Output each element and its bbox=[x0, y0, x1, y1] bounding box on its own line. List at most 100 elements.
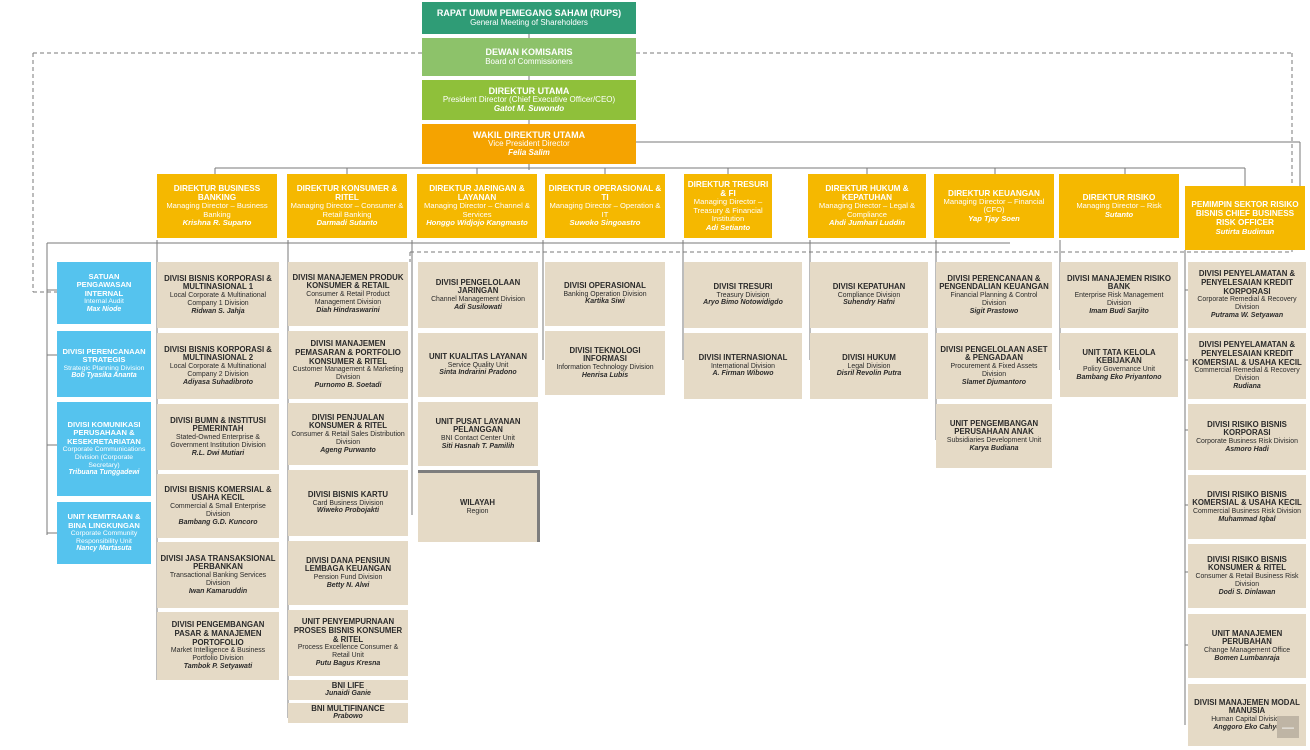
division-title: DIVISI HUKUM bbox=[842, 352, 896, 362]
division-sub: Local Corporate & Multinational Company … bbox=[169, 363, 267, 378]
director-sub: Managing Director – Risk bbox=[1076, 201, 1162, 211]
division-title: DIVISI PENJUALAN KONSUMER & RITEL bbox=[309, 412, 387, 431]
division-name: Bomen Lumbanraja bbox=[1214, 654, 1280, 662]
board-box: DEWAN KOMISARIS Board of Commissioners bbox=[422, 38, 636, 76]
division-name: Bambang Eko Priyantono bbox=[1076, 373, 1162, 381]
division-sub: Enterprise Risk Management Division bbox=[1074, 292, 1164, 307]
division-title: DIVISI BISNIS KOMERSIAL & USAHA KECIL bbox=[164, 484, 272, 503]
division-sub: BNI Contact Center Unit bbox=[441, 434, 515, 442]
division-box: BNI LIFE Junaidi Ganie bbox=[288, 680, 408, 700]
division-name: Putu Bagus Kresna bbox=[315, 659, 381, 667]
division-title: DIVISI KEPATUHAN bbox=[832, 281, 906, 291]
division-sub: Channel Management Division bbox=[431, 295, 525, 303]
division-box: UNIT PENYEMPURNAAN PROSES BISNIS KONSUME… bbox=[288, 610, 408, 676]
supervisory-box: UNIT KEMITRAAN & BINA LINGKUNGAN Corpora… bbox=[57, 502, 151, 564]
division-title: UNIT PENYEMPURNAAN PROSES BISNIS KONSUME… bbox=[293, 617, 403, 644]
division-title: DIVISI BISNIS KORPORASI & MULTINASIONAL … bbox=[164, 273, 272, 292]
division-box: UNIT KUALITAS LAYANAN Service Quality Un… bbox=[418, 333, 538, 397]
division-name: Siti Hasnah T. Pamilih bbox=[441, 442, 515, 450]
president-sub: President Director (Chief Executive Offi… bbox=[442, 95, 616, 105]
division-box: DIVISI RISIKO BISNIS KOMERSIAL & USAHA K… bbox=[1188, 475, 1306, 539]
supervisory-name: Bob Tyasika Ananta bbox=[71, 372, 137, 380]
division-box: BNI MULTIFINANCE Prabowo bbox=[288, 703, 408, 723]
supervisory-box: SATUAN PENGAWASAN INTERNAL Internal Audi… bbox=[57, 262, 151, 324]
supervisory-name: Nancy Martasuta bbox=[76, 545, 132, 553]
division-title: DIVISI MANAJEMEN RISIKO BANK bbox=[1067, 273, 1171, 292]
director-name: Sutirta Budiman bbox=[1215, 226, 1275, 236]
division-sub: Commercial Remedial & Recovery Division bbox=[1194, 367, 1300, 383]
division-title: DIVISI RISIKO BISNIS KONSUMER & RITEL bbox=[1207, 554, 1287, 573]
division-box: DIVISI PERENCANAAN & PENGENDALIAN KEUANG… bbox=[936, 262, 1052, 328]
supervisory-title: DIVISI PERENCANAAN STRATEGIS bbox=[62, 346, 146, 365]
division-name: Henrisa Lubis bbox=[581, 371, 629, 379]
rups-sub: General Meeting of Shareholders bbox=[470, 17, 588, 27]
division-box: DIVISI BUMN & INSTITUSI PEMERINTAH State… bbox=[157, 404, 279, 470]
rups-box: RAPAT UMUM PEMEGANG SAHAM (RUPS) General… bbox=[422, 2, 636, 34]
director-name: Sutanto bbox=[1104, 209, 1134, 219]
division-box: DIVISI DANA PENSIUN LEMBAGA KEUANGAN Pen… bbox=[288, 541, 408, 605]
division-name: Adiyasa Suhadibroto bbox=[182, 378, 253, 386]
division-box: DIVISI RISIKO BISNIS KORPORASI Corporate… bbox=[1188, 404, 1306, 470]
division-sub: Change Management Office bbox=[1203, 646, 1291, 654]
division-box: DIVISI KEPATUHAN Compliance Division Suh… bbox=[810, 262, 928, 328]
division-box: DIVISI BISNIS KARTU Card Business Divisi… bbox=[288, 470, 408, 536]
director-sub: Managing Director – Consumer & Retail Ba… bbox=[290, 201, 404, 219]
supervisory-title: DIVISI KOMUNIKASI PERUSAHAAN & KESEKRETA… bbox=[67, 419, 141, 446]
division-name: Tambok P. Setyawati bbox=[183, 662, 253, 670]
director-title: DIREKTUR KONSUMER & RITEL bbox=[296, 184, 398, 203]
division-title: DIVISI DANA PENSIUN LEMBAGA KEUANGAN bbox=[304, 555, 392, 574]
division-name: Sinta Indrarini Pradono bbox=[439, 369, 517, 377]
supervisory-sub: Internal Audit bbox=[84, 298, 124, 306]
risk-officer-box: PEMIMPIN SEKTOR RISIKO BISNIS CHIEF BUSI… bbox=[1185, 186, 1305, 250]
director-box: DIREKTUR KEUANGAN Managing Director – Fi… bbox=[934, 174, 1054, 238]
division-name: Ridwan S. Jahja bbox=[191, 307, 245, 315]
division-name: Dodi S. Dinlawan bbox=[1218, 588, 1276, 596]
division-name: Suhendry Hafni bbox=[843, 299, 895, 307]
division-sub: Process Excellence Consumer & Retail Uni… bbox=[297, 644, 399, 660]
division-name: Slamet Djumantoro bbox=[961, 378, 1027, 386]
division-box: DIVISI BISNIS KORPORASI & MULTINASIONAL … bbox=[157, 333, 279, 399]
division-name: Diah Hindraswarini bbox=[316, 306, 380, 314]
minus-icon[interactable]: — bbox=[1277, 716, 1299, 738]
division-title: DIVISI MANAJEMEN PEMASARAN & PORTFOLIO K… bbox=[295, 339, 401, 366]
director-title: DIREKTUR JARINGAN & LAYANAN bbox=[429, 184, 525, 203]
division-title: WILAYAH bbox=[460, 498, 495, 508]
division-name: Disril Revolin Putra bbox=[836, 370, 902, 378]
director-title: DIREKTUR RISIKO bbox=[1082, 192, 1156, 202]
division-box: DIVISI PENJUALAN KONSUMER & RITEL Consum… bbox=[288, 403, 408, 465]
director-sub: Managing Director – Business Banking bbox=[166, 201, 268, 219]
division-title: DIVISI MANAJEMEN PRODUK KONSUMER & RETAI… bbox=[292, 272, 404, 291]
director-title: DIREKTUR HUKUM & KEPATUHAN bbox=[825, 184, 909, 203]
director-box: DIREKTUR OPERASIONAL & TI Managing Direc… bbox=[545, 174, 665, 238]
division-sub: International Division bbox=[711, 362, 775, 370]
division-box: UNIT PUSAT LAYANAN PELANGGAN BNI Contact… bbox=[418, 402, 538, 466]
division-sub: Consumer & Retail Product Management Div… bbox=[306, 291, 390, 306]
division-sub: Legal Division bbox=[847, 362, 891, 370]
rups-title: RAPAT UMUM PEMEGANG SAHAM (RUPS) bbox=[436, 8, 622, 19]
president-title: DIREKTUR UTAMA bbox=[488, 86, 570, 96]
division-sub: Human Capital Division bbox=[1211, 715, 1283, 723]
division-title: DIVISI OPERASIONAL bbox=[564, 280, 646, 290]
director-sub: Managing Director – Channel & Services bbox=[424, 201, 530, 219]
division-box: DIVISI MANAJEMEN PEMASARAN & PORTFOLIO K… bbox=[288, 331, 408, 399]
division-name: Anggoro Eko Cahyo bbox=[1213, 723, 1281, 731]
division-name: A. Firman Wibowo bbox=[712, 370, 774, 378]
division-sub: Procurement & Fixed Assets Division bbox=[950, 363, 1038, 378]
director-title: DIREKTUR OPERASIONAL & TI bbox=[548, 184, 662, 203]
supervisory-name: Max Niode bbox=[86, 305, 122, 313]
director-sub: Managing Director – Treasury & Financial… bbox=[693, 197, 763, 224]
division-box: UNIT MANAJEMEN PERUBAHAN Change Manageme… bbox=[1188, 614, 1306, 678]
division-sub: Consumer & Retail Business Risk Division bbox=[1195, 573, 1299, 588]
supervisory-box: DIVISI PERENCANAAN STRATEGIS Strategic P… bbox=[57, 331, 151, 397]
division-name: Bambang G.D. Kuncoro bbox=[178, 518, 258, 526]
division-box: DIVISI INTERNASIONAL International Divis… bbox=[684, 333, 802, 399]
division-name: Ageng Purwanto bbox=[320, 446, 376, 454]
director-title: DIREKTUR BUSINESS BANKING bbox=[173, 184, 261, 203]
division-box: DIVISI BISNIS KOMERSIAL & USAHA KECIL Co… bbox=[157, 474, 279, 538]
division-sub: Commercial Business Risk Division bbox=[1193, 507, 1301, 515]
division-box: DIVISI PENGELOLAAN JARINGAN Channel Mana… bbox=[418, 262, 538, 328]
division-sub: Financial Planning & Control Division bbox=[950, 292, 1038, 307]
division-title: DIVISI JASA TRANSAKSIONAL PERBANKAN bbox=[160, 553, 276, 572]
supervisory-name: Tribuana Tunggadewi bbox=[68, 469, 140, 477]
director-title: DIREKTUR KEUANGAN bbox=[948, 188, 1040, 198]
